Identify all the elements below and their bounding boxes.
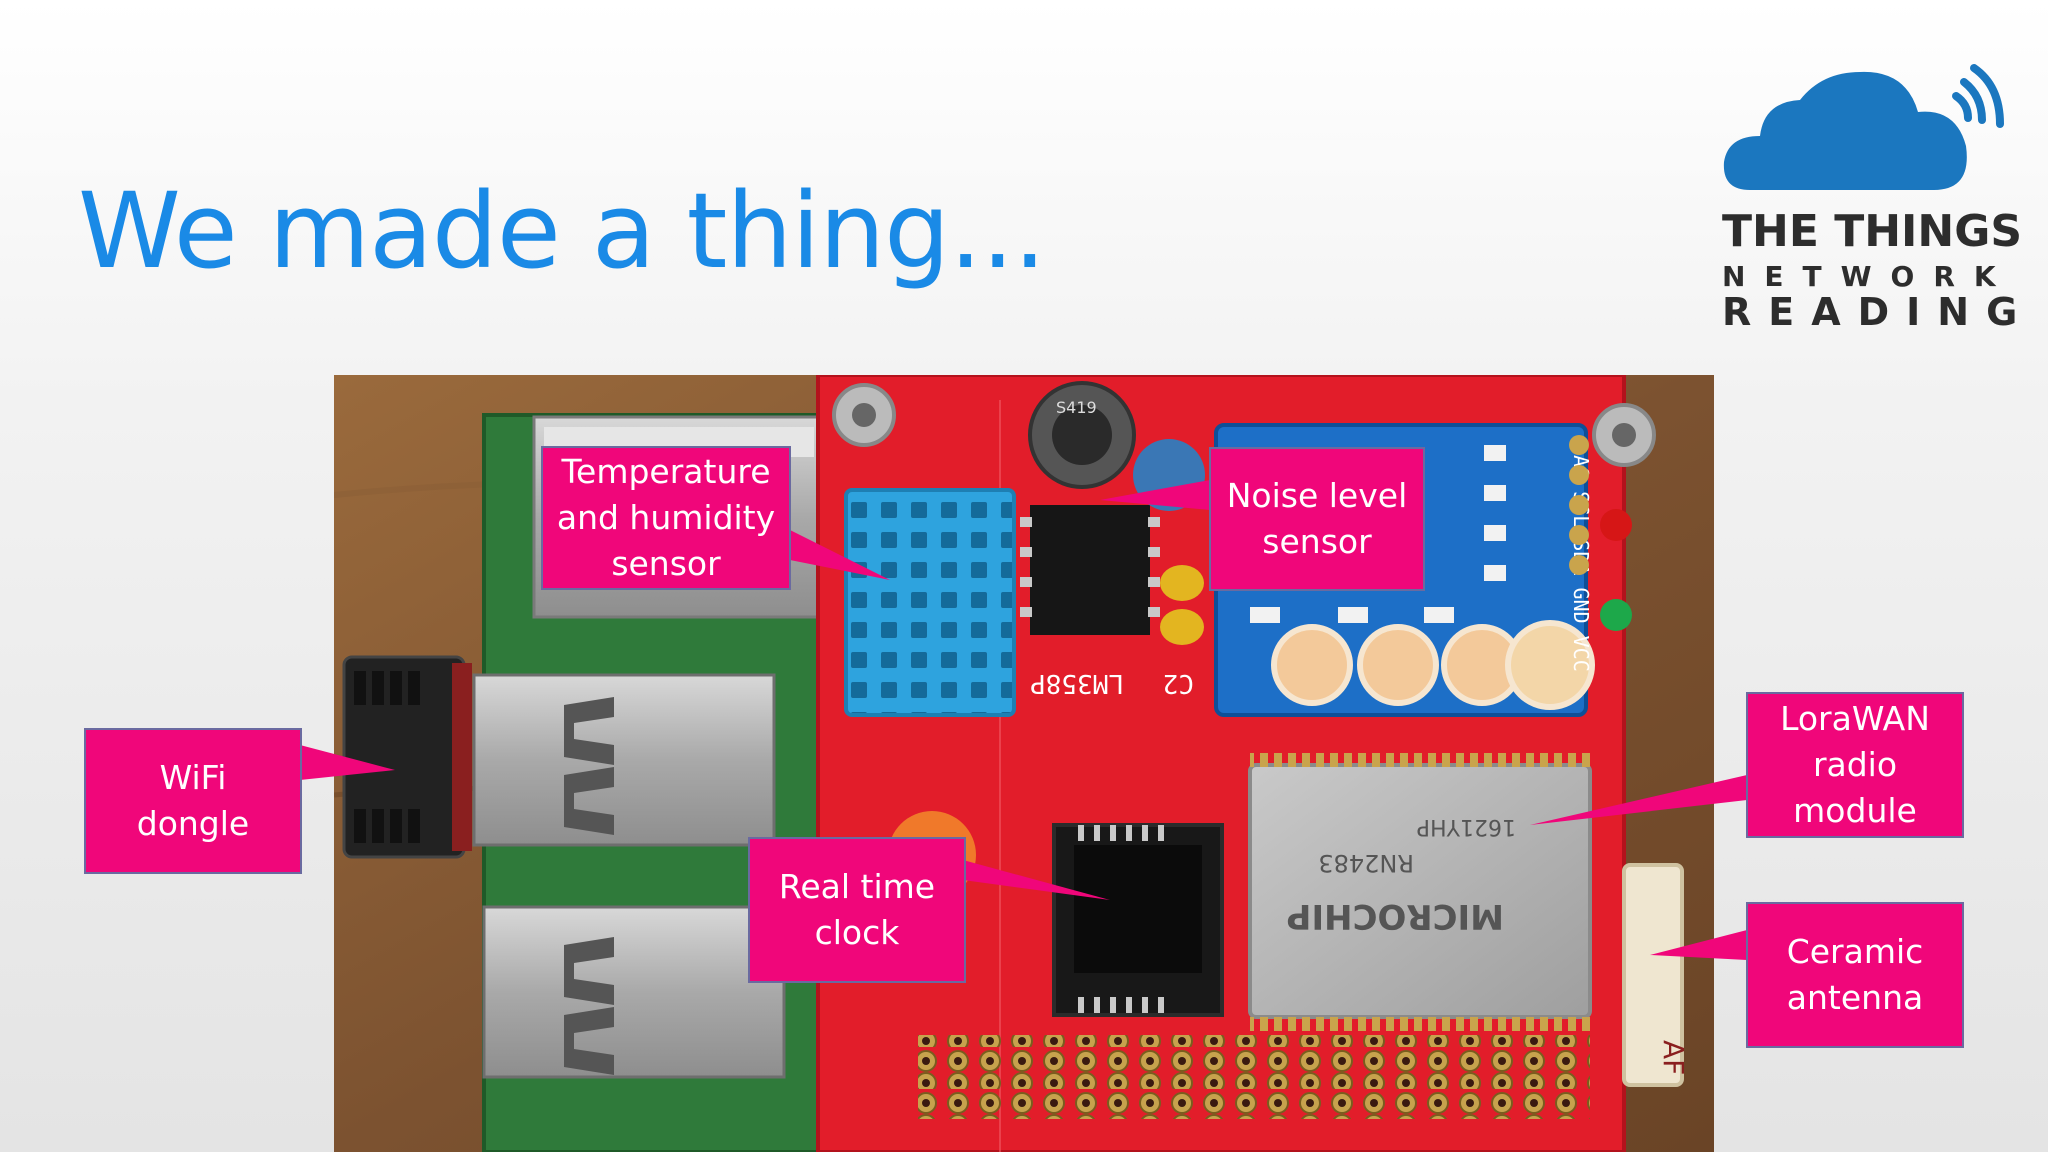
callout-real-time-clock: Real time clock [748,837,966,983]
logo-line-2: NETWORK [1722,260,2015,293]
ttn-reading-logo: THE THINGS NETWORK READING [1720,62,2022,334]
mic-marking: S419 [1056,398,1097,417]
module-brand-marking: MICROCHIP [1287,896,1505,936]
cap-marking: C2 [1163,668,1194,698]
slide-title: We made a thing... [78,170,1046,292]
opamp-marking: LM358P [1030,668,1124,698]
callout-noise-level: Noise level sensor [1209,447,1425,591]
callout-lorawan-module: LoraWAN radio module [1746,692,1964,838]
cloud-wifi-icon [1723,64,2004,190]
logo-line-1: THE THINGS [1722,206,2023,257]
logo-line-3: READING [1722,290,2035,334]
module-model-marking: RN2483 [1318,849,1414,877]
callout-wifi-dongle: WiFi dongle [84,728,302,874]
module-code-marking: 1621YHP [1417,814,1516,839]
callout-ceramic-antenna: Ceramic antenna [1746,902,1964,1048]
antenna-brand-marking: AF [1657,1040,1690,1075]
callout-temperature-humidity: Temperature and humidity sensor [541,446,791,590]
